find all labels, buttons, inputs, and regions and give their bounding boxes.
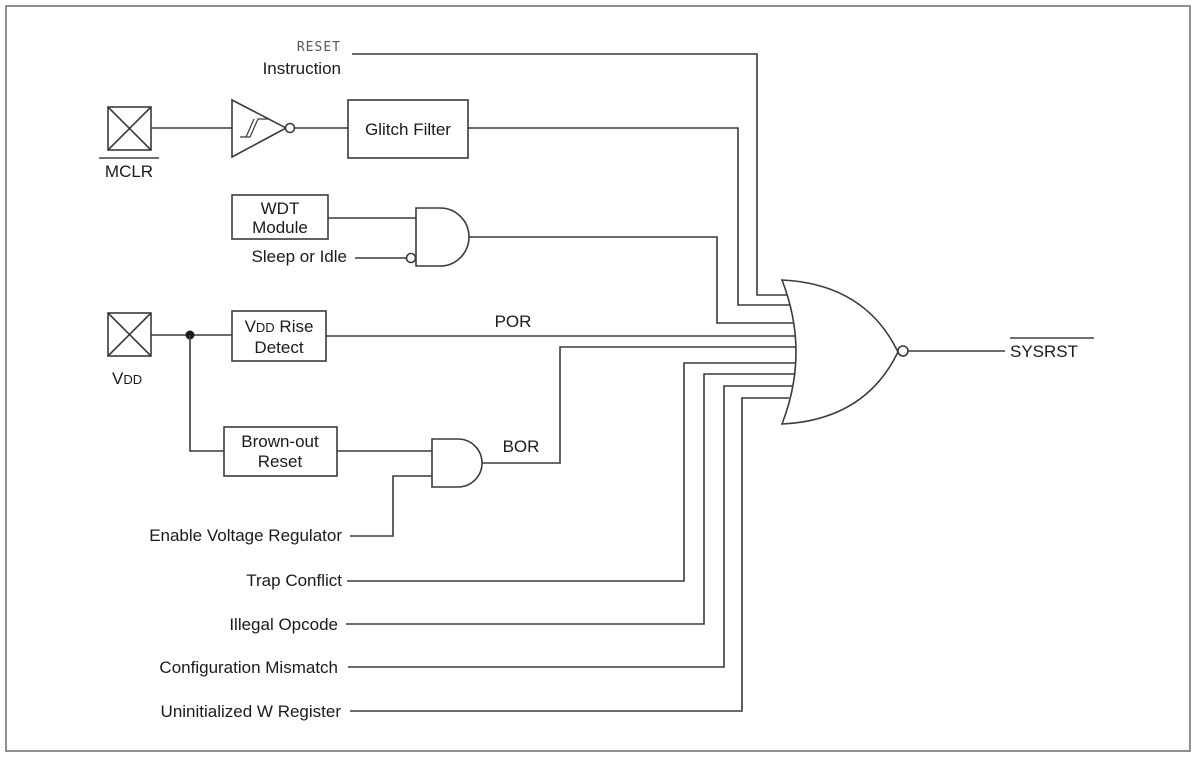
trap-conflict-wire — [347, 362, 795, 582]
wdt-label-line1: WDT — [261, 199, 300, 218]
brownout-label-line2: Reset — [258, 452, 303, 471]
vdd-pin-sub: DD — [123, 372, 142, 387]
glitch-filter-label: Glitch Filter — [365, 120, 451, 139]
reset-label: RESET — [297, 40, 341, 55]
bor-wire — [482, 346, 796, 464]
enable-vreg-label: Enable Voltage Regulator — [149, 526, 342, 545]
vdd-rise-label-line2: Detect — [254, 338, 303, 357]
trap-conflict-label: Trap Conflict — [246, 571, 342, 590]
mclr-pin-icon — [107, 106, 152, 151]
mclr-label: MCLR — [105, 162, 153, 181]
por-label: POR — [495, 312, 532, 331]
illegal-opcode-wire — [346, 373, 794, 625]
illegal-opcode-label: Illegal Opcode — [229, 615, 338, 634]
vdd-rise-label-line1: VDD Rise — [245, 317, 314, 336]
wdt-label-line2: Module — [252, 218, 308, 237]
vdd-pin-label: VDD — [112, 369, 142, 388]
wdt-and-gate-icon — [405, 207, 470, 267]
bor-and-gate-icon — [431, 438, 483, 488]
bor-label: BOR — [503, 437, 540, 456]
reset-instruction-wire — [352, 53, 790, 296]
glitch-filter-box — [347, 99, 469, 159]
brownout-label-line1: Brown-out — [241, 432, 319, 451]
sleep-idle-label: Sleep or Idle — [252, 247, 347, 266]
wdt-module-box — [231, 194, 329, 240]
sysrst-label: SYSRST — [1010, 342, 1078, 361]
vdd-to-bor-wire — [189, 335, 224, 452]
enable-vreg-wire — [350, 475, 432, 537]
config-mismatch-label: Configuration Mismatch — [159, 658, 338, 677]
uninit-w-label: Uninitialized W Register — [161, 702, 342, 721]
uninit-w-wire — [350, 397, 789, 712]
wdt-gate-out-wire — [469, 236, 794, 324]
config-mismatch-wire — [348, 385, 792, 668]
glitch-filter-wire — [468, 127, 792, 306]
system-reset-or-gate-icon — [780, 279, 909, 425]
diagram-frame — [5, 5, 1191, 752]
reset-instruction-label: Instruction — [263, 59, 341, 78]
schmitt-inverter-icon — [231, 98, 296, 159]
vdd-pin-icon — [107, 312, 152, 357]
